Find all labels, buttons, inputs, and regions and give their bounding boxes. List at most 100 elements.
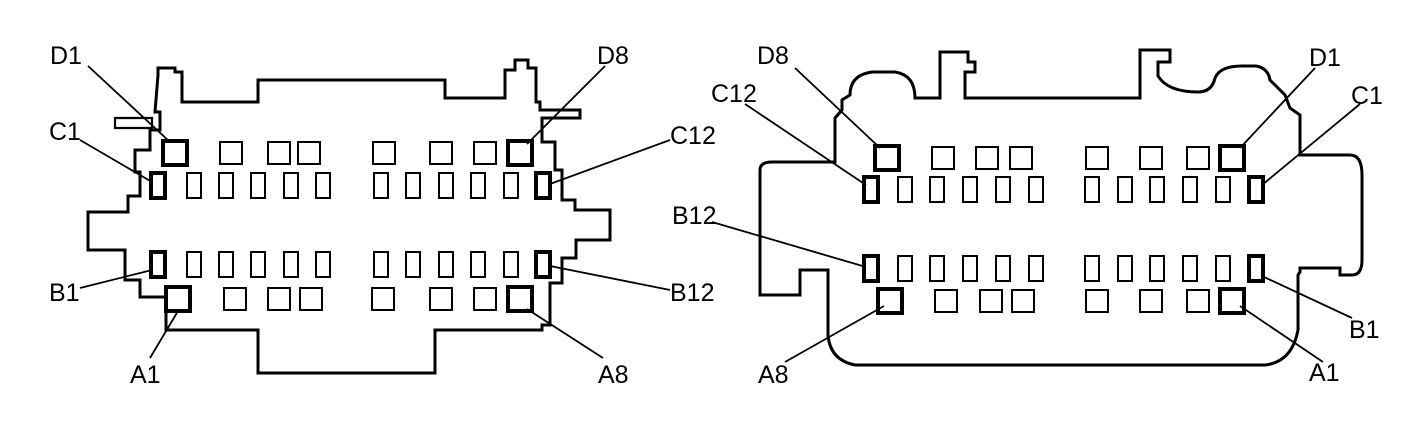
right-cavity-b1 <box>1247 254 1265 283</box>
right-cavity-b <box>995 255 1011 282</box>
right-cavity-c12 <box>862 175 880 204</box>
left-cavity-c <box>315 172 331 199</box>
left-cavity-d8 <box>506 139 534 167</box>
left-cavity-c <box>283 172 299 199</box>
right-label-d8: D8 <box>757 42 789 70</box>
left-label-d8: D8 <box>597 42 629 70</box>
right-connector-outline <box>758 48 1364 367</box>
right-cavity-a1 <box>1218 287 1246 315</box>
right-leader-c12 <box>744 103 867 186</box>
left-cavity-b <box>438 251 454 278</box>
right-cavity-d <box>1139 146 1163 170</box>
right-label-b12: B12 <box>672 202 716 230</box>
left-cavity-d <box>219 141 243 165</box>
right-cavity-b <box>929 255 945 282</box>
left-label-b12: B12 <box>670 279 714 307</box>
right-label-a8: A8 <box>758 361 789 389</box>
left-cavity-b <box>186 251 202 278</box>
left-cavity-b <box>503 251 519 278</box>
left-leader-c1 <box>79 139 153 183</box>
left-cavity-c12 <box>534 171 552 200</box>
left-cavity-c <box>218 172 234 199</box>
left-cavity-c <box>405 172 421 199</box>
left-cavity-a <box>299 287 323 311</box>
left-cavity-b12 <box>534 250 552 279</box>
right-row-c <box>862 175 1265 204</box>
left-label-c12: C12 <box>670 122 716 150</box>
left-cavity-d <box>267 141 291 165</box>
right-cavity-c <box>1028 176 1044 203</box>
left-leader-d8 <box>526 65 606 145</box>
left-cavity-a8 <box>506 285 534 313</box>
right-cavity-c <box>962 176 978 203</box>
right-cavity-d <box>931 146 955 170</box>
left-label-b1: B1 <box>49 279 80 307</box>
right-label-c1: C1 <box>1351 82 1383 110</box>
left-label-c1: C1 <box>49 118 81 146</box>
right-cavity-c <box>1117 176 1133 203</box>
right-cavity-c <box>929 176 945 203</box>
left-cavity-b1 <box>149 250 167 279</box>
right-cavity-d <box>1009 146 1033 170</box>
left-cavity-c <box>250 172 266 199</box>
left-connector: D1 D8 C1 C12 B1 B12 A1 A8 <box>49 42 716 389</box>
right-cavity-a <box>1085 289 1109 313</box>
right-cavity-b12 <box>862 254 880 283</box>
left-cavity-a1 <box>164 285 192 313</box>
left-cavity-a <box>223 287 247 311</box>
left-cavity-a <box>473 287 497 311</box>
right-cavity-b <box>897 255 913 282</box>
right-leader-b12 <box>711 221 867 268</box>
right-cavity-d <box>1186 146 1210 170</box>
left-connector-latch-tab <box>113 116 154 130</box>
right-cavity-b <box>1182 255 1198 282</box>
right-cavity-c1 <box>1247 175 1265 204</box>
left-leader-b12 <box>549 265 671 291</box>
left-cavity-d <box>473 141 497 165</box>
right-cavity-c <box>1182 176 1198 203</box>
right-row-d <box>873 144 1246 172</box>
left-cavity-b <box>315 251 331 278</box>
right-cavity-b <box>1117 255 1133 282</box>
left-cavity-c <box>373 172 389 199</box>
left-cavity-a <box>429 287 453 311</box>
left-cavity-c <box>503 172 519 199</box>
right-leader-d8 <box>794 67 881 149</box>
left-row-b <box>149 250 552 279</box>
left-leader-d1 <box>87 65 171 143</box>
right-cavity-b <box>1215 255 1231 282</box>
right-cavity-b <box>962 255 978 282</box>
right-cavity-c <box>897 176 913 203</box>
right-cavity-c <box>995 176 1011 203</box>
right-row-a <box>876 287 1246 315</box>
left-cavity-b <box>250 251 266 278</box>
left-row-c <box>149 171 552 200</box>
left-label-a8: A8 <box>598 361 629 389</box>
left-cavity-d1 <box>161 139 189 167</box>
right-cavity-d8 <box>873 144 901 172</box>
right-label-c12: C12 <box>711 80 757 108</box>
right-row-b <box>862 254 1265 283</box>
left-cavity-d <box>297 141 321 165</box>
right-leader-a1 <box>1239 305 1324 363</box>
left-leader-c12 <box>549 139 671 185</box>
right-cavity-a <box>934 289 958 313</box>
right-label-a1: A1 <box>1309 359 1340 387</box>
left-leader-a1 <box>149 310 179 359</box>
left-cavity-c <box>470 172 486 199</box>
right-cavity-d1 <box>1218 144 1246 172</box>
right-cavity-c <box>1149 176 1165 203</box>
right-label-b1: B1 <box>1349 316 1380 344</box>
right-label-d1: D1 <box>1309 44 1341 72</box>
left-cavity-c <box>186 172 202 199</box>
right-leader-c1 <box>1261 103 1361 186</box>
left-cavity-a <box>267 287 291 311</box>
left-row-d <box>161 139 534 167</box>
left-cavity-d <box>429 141 453 165</box>
left-cavity-b <box>218 251 234 278</box>
left-cavity-a <box>371 287 395 311</box>
right-cavity-a <box>1011 289 1035 313</box>
left-label-a1: A1 <box>130 361 161 389</box>
right-cavity-d <box>975 146 999 170</box>
